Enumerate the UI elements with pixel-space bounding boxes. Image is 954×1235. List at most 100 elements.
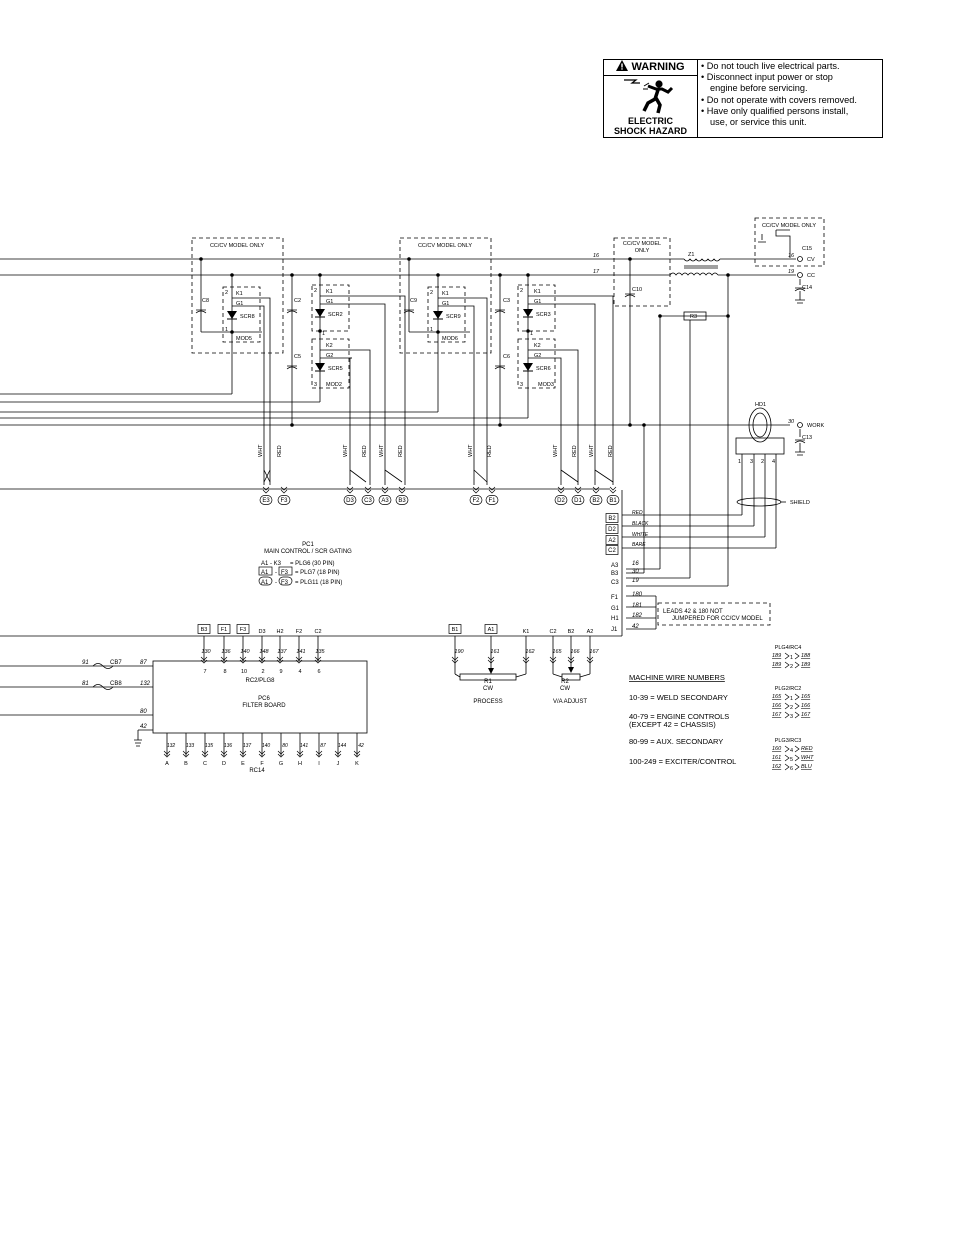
svg-text:G1: G1	[442, 301, 449, 307]
rc14-pin: H	[298, 761, 302, 767]
plug-a3: A3	[381, 498, 389, 504]
plug-table-in: 167	[772, 712, 782, 718]
plug-table-out: 188	[801, 653, 811, 659]
rc14-pin: E	[241, 761, 245, 767]
rc14-pin: B	[184, 761, 188, 767]
svg-text:(EXCEPT 42 = CHASSIS): (EXCEPT 42 = CHASSIS)	[629, 720, 716, 729]
svg-text:87: 87	[140, 660, 147, 666]
side-wire-label: 42	[632, 624, 639, 630]
rc2-top-f3: F3	[240, 627, 246, 633]
rc2-wire: 135	[315, 649, 325, 655]
svg-text:A1: A1	[261, 580, 269, 586]
rc2-wire: 140	[240, 649, 250, 655]
plug-table-in: 189	[772, 662, 781, 668]
c2-label: C2	[294, 298, 301, 304]
side-color-label: BARE	[632, 542, 646, 548]
pc6-subtitle: FILTER BOARD	[242, 703, 286, 709]
r2-label: R2	[561, 679, 569, 685]
plug-table-in: 166	[772, 703, 782, 709]
c15-label: C15	[802, 246, 812, 252]
svg-text:WHT: WHT	[468, 444, 474, 457]
c9-label: C9	[410, 298, 417, 304]
rc14-connector: 132A133B135C136D137E140F80G141H87I144J42…	[163, 743, 364, 767]
warning-bullet: • Do not operate with covers removed.	[701, 94, 857, 105]
g1-label: G1	[236, 301, 243, 307]
side-pin-label: H1	[611, 616, 619, 622]
wire-30: 30	[788, 419, 795, 425]
svg-text:A1 - K3: A1 - K3	[261, 561, 282, 567]
svg-text:G2: G2	[534, 353, 541, 359]
svg-text:= PLG6 (30 PIN): = PLG6 (30 PIN)	[290, 561, 335, 567]
scr3-label: SCR3	[536, 312, 551, 318]
rc2-top-b3-box	[197, 624, 211, 634]
plug-table-in: 189	[772, 653, 781, 659]
svg-text:2: 2	[430, 290, 433, 296]
leads-note: LEADS 42 & 180 NOT	[663, 609, 723, 615]
warning-symbol-panel: WARNING ELECTRIC SHOCK HAZARD	[604, 60, 698, 137]
plug-table-title: PLG2/RC2	[775, 686, 802, 692]
c3-label: C3	[503, 298, 510, 304]
c6-label: C6	[503, 354, 510, 360]
rc14-name: RC14	[249, 768, 265, 774]
svg-text:80-99 = AUX. SECONDARY: 80-99 = AUX. SECONDARY	[629, 737, 723, 746]
side-wire-label: 180	[632, 592, 643, 598]
pot-top-b1-box	[448, 624, 462, 634]
rc2-top-f1-box	[217, 624, 231, 634]
cb7-label: CB7	[110, 660, 122, 666]
pot-top-label: A2	[587, 629, 594, 635]
rc14-wire: 141	[300, 743, 309, 749]
side-wire-label: 19	[632, 578, 639, 584]
plug-e3: E3	[262, 498, 270, 504]
side-pin-d2: D2	[608, 527, 616, 533]
svg-text:4: 4	[772, 459, 775, 465]
rc2-wire: 136	[221, 649, 231, 655]
shield-label: SHIELD	[790, 500, 810, 506]
side-pin-label: C3	[611, 580, 619, 586]
svg-text:RED: RED	[398, 445, 404, 457]
svg-text:16: 16	[788, 253, 795, 259]
svg-text:G1: G1	[534, 299, 541, 305]
rc14-pin: J	[337, 761, 340, 767]
plug-b2-box	[589, 495, 603, 505]
plug-c3-box	[361, 495, 375, 505]
rc14-pin: I	[318, 761, 320, 767]
svg-text:F3: F3	[281, 580, 289, 586]
plug-table-pin: 5	[790, 757, 793, 763]
svg-text:80: 80	[140, 709, 147, 715]
scr2-label: SCR2	[328, 312, 343, 318]
svg-text:40-79 = ENGINE CONTROLS: 40-79 = ENGINE CONTROLS	[629, 712, 729, 721]
svg-text:3: 3	[314, 382, 317, 388]
svg-text:WHT: WHT	[343, 444, 349, 457]
side-wire-label: 181	[632, 603, 642, 609]
process-label: PROCESS	[473, 699, 502, 705]
scr9-label: SCR9	[446, 314, 461, 320]
plug-table-pin: 4	[790, 748, 793, 754]
plug-table-pin: 2	[790, 664, 793, 670]
rc14-wire: 87	[320, 743, 326, 749]
svg-text:G2: G2	[326, 353, 333, 359]
svg-text:2: 2	[520, 288, 523, 294]
pot-top-label: B2	[568, 629, 575, 635]
plug-table-pin: 1	[790, 696, 793, 702]
svg-text:K1: K1	[442, 291, 449, 297]
svg-text:CW: CW	[483, 686, 493, 692]
plug-d1: D1	[574, 498, 582, 504]
warning-bullets: • Do not touch live electrical parts. • …	[701, 61, 883, 128]
side-wire-label: 182	[632, 613, 643, 619]
warning-caption: ELECTRIC SHOCK HAZARD	[614, 116, 687, 136]
svg-text:3: 3	[520, 382, 523, 388]
c14-label: C14	[802, 285, 812, 291]
svg-text:-: -	[275, 580, 277, 586]
side-color-label: BLACK	[632, 521, 649, 527]
pot-top-label: C2	[549, 629, 556, 635]
plug-f1-box	[485, 495, 499, 505]
rc2-pin: 2	[261, 669, 264, 675]
rc2-wire: 148	[259, 649, 269, 655]
plug-table-out: 189	[801, 662, 810, 668]
rc2-wire: 141	[296, 649, 305, 655]
rc14-wire: 137	[243, 743, 252, 749]
